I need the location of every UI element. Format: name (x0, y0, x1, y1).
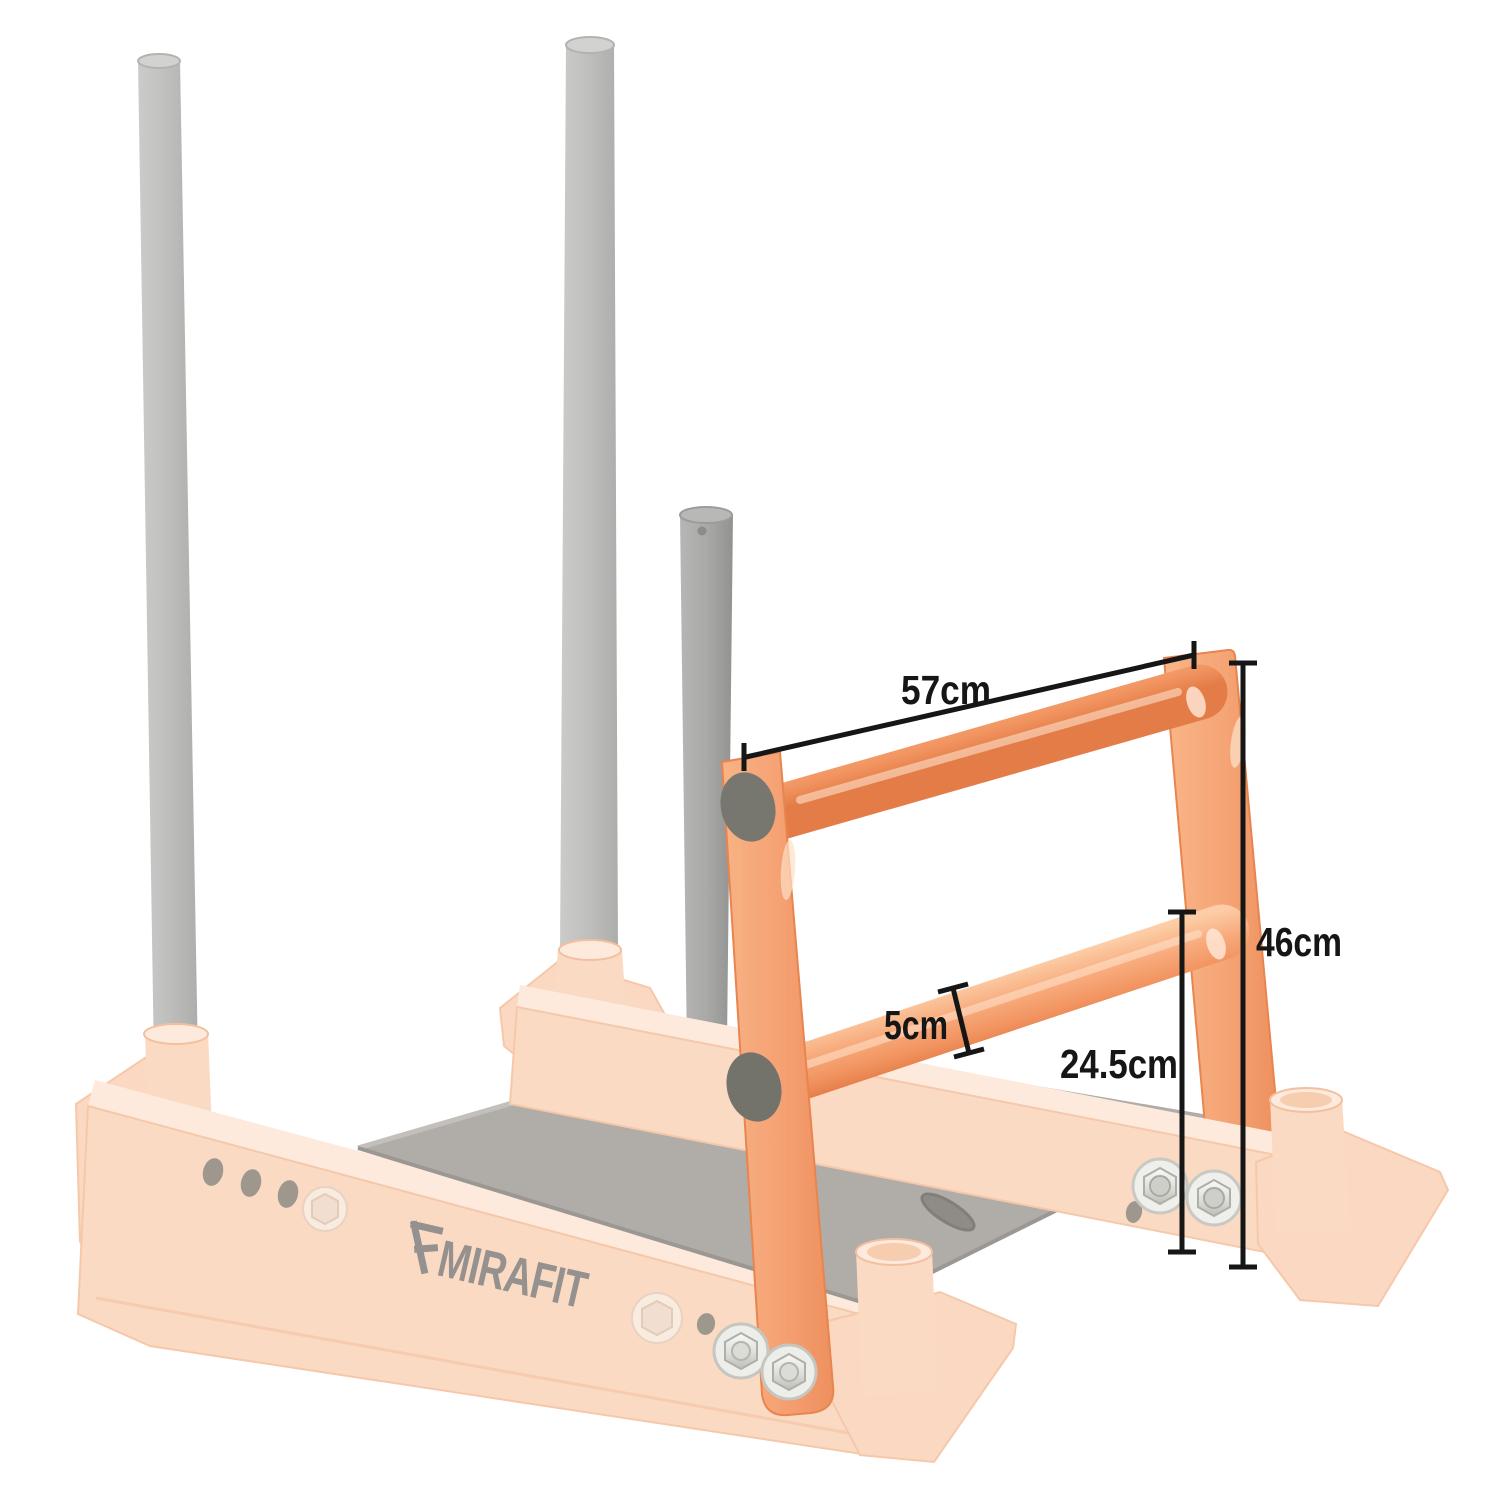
pole-shaft (560, 44, 618, 952)
handle-top-bar (742, 664, 1228, 843)
center-post-cap (679, 506, 733, 524)
rail-hole (696, 1313, 716, 1335)
mounting-nut-2 (1185, 1169, 1243, 1227)
dimension-line-57cm (745, 652, 1195, 760)
weld-shine (1186, 686, 1206, 718)
sled-center-post (679, 506, 733, 1130)
pole-socket (1270, 1098, 1350, 1234)
dimension-label-24-5cm: 24.5cm (1060, 1041, 1178, 1087)
pole-cap (137, 53, 181, 69)
bar-end-cap-bottom (726, 1052, 782, 1122)
bar-highlight (796, 688, 1182, 804)
handle-left-upright (720, 750, 835, 1417)
sled-pole-rear-left (560, 36, 618, 952)
rail-fold-line (95, 1296, 855, 1436)
rail-bolt (302, 1186, 348, 1232)
dimension-label-5cm: 5cm (884, 1002, 948, 1048)
dimension-46cm: 46cm (1229, 660, 1342, 1270)
bar-tube (742, 664, 1228, 843)
weld-shine (1206, 928, 1226, 960)
dimension-label-57cm: 57cm (901, 667, 991, 713)
rail-top-face (517, 985, 1346, 1168)
pole-shaft (138, 60, 198, 1062)
dimension-line-5cm (950, 987, 972, 1054)
pole-socket (856, 1250, 938, 1396)
socket-bore (1280, 1092, 1332, 1108)
sled-front-rail: MIRAFIT (76, 1080, 882, 1456)
pole-cap (565, 36, 615, 54)
bar-end-cap-top (720, 772, 776, 842)
rail-bolt (631, 1292, 683, 1344)
sled-pole-front-left (137, 53, 198, 1062)
rail-front-face (76, 1104, 876, 1456)
socket-rim (143, 1023, 209, 1045)
rail-hole (1125, 1201, 1143, 1223)
rail-top-face (88, 1080, 882, 1318)
bar-highlight (802, 930, 1202, 1069)
upright-plate (1162, 648, 1281, 1150)
brand-mark-icon (409, 1220, 444, 1275)
rail-hole (240, 1169, 262, 1197)
bar-tube (750, 904, 1250, 1108)
rail-hole (277, 1180, 299, 1208)
mounting-nut-1 (1131, 1157, 1189, 1215)
socket-bore (867, 1243, 921, 1261)
socket-rim (558, 939, 622, 961)
plate-sheen (780, 840, 796, 900)
sled-rear-right-foot (1254, 1087, 1450, 1308)
dimension-5cm: 5cm (884, 981, 985, 1060)
rail-hole (202, 1158, 224, 1186)
dimension-57cm: 57cm (741, 641, 1197, 771)
dimension-tick (937, 981, 969, 995)
dimension-tick (953, 1046, 985, 1060)
post-pin-hole (697, 526, 707, 536)
post-shaft (680, 514, 733, 1130)
mounting-bolt-2 (760, 1343, 818, 1401)
dimension-24-5cm: 24.5cm (1060, 909, 1196, 1255)
platform-slot (920, 1192, 976, 1232)
handle-lower-bar (750, 904, 1250, 1108)
dimension-label-46cm: 46cm (1256, 919, 1342, 965)
mounting-bolt-1 (712, 1322, 770, 1380)
